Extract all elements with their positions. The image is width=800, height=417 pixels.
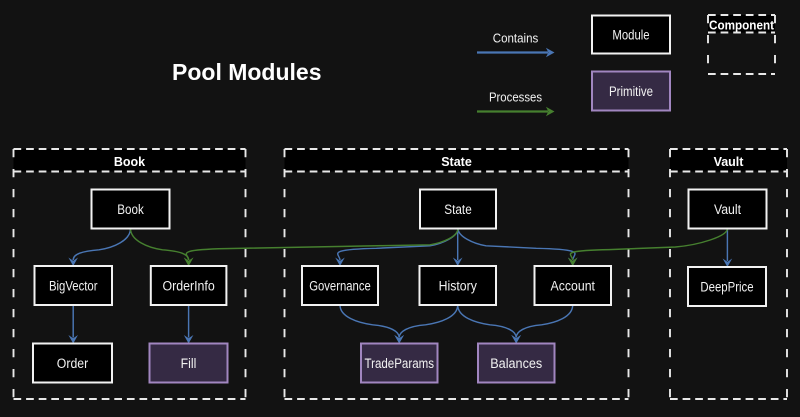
svg-text:Primitive: Primitive	[609, 84, 653, 99]
svg-text:DeepPrice: DeepPrice	[700, 280, 753, 295]
svg-text:Order: Order	[57, 356, 89, 371]
svg-text:Vault: Vault	[714, 202, 741, 217]
svg-text:OrderInfo: OrderInfo	[162, 279, 214, 294]
svg-text:Fill: Fill	[181, 356, 197, 371]
svg-text:Governance: Governance	[309, 279, 371, 294]
svg-text:State: State	[441, 155, 472, 169]
svg-text:Module: Module	[612, 28, 649, 43]
svg-text:Component: Component	[709, 19, 775, 33]
svg-text:Processes: Processes	[489, 91, 542, 105]
svg-text:TradeParams: TradeParams	[365, 356, 435, 371]
svg-text:BigVector: BigVector	[49, 279, 98, 294]
svg-text:Contains: Contains	[493, 32, 539, 46]
svg-text:Account: Account	[551, 279, 596, 294]
svg-text:Book: Book	[114, 155, 145, 169]
svg-text:Pool Modules: Pool Modules	[172, 59, 322, 85]
svg-text:State: State	[444, 202, 472, 217]
svg-text:Vault: Vault	[714, 155, 745, 169]
svg-text:Balances: Balances	[490, 356, 542, 371]
svg-text:History: History	[439, 279, 477, 294]
svg-text:Book: Book	[117, 202, 144, 217]
